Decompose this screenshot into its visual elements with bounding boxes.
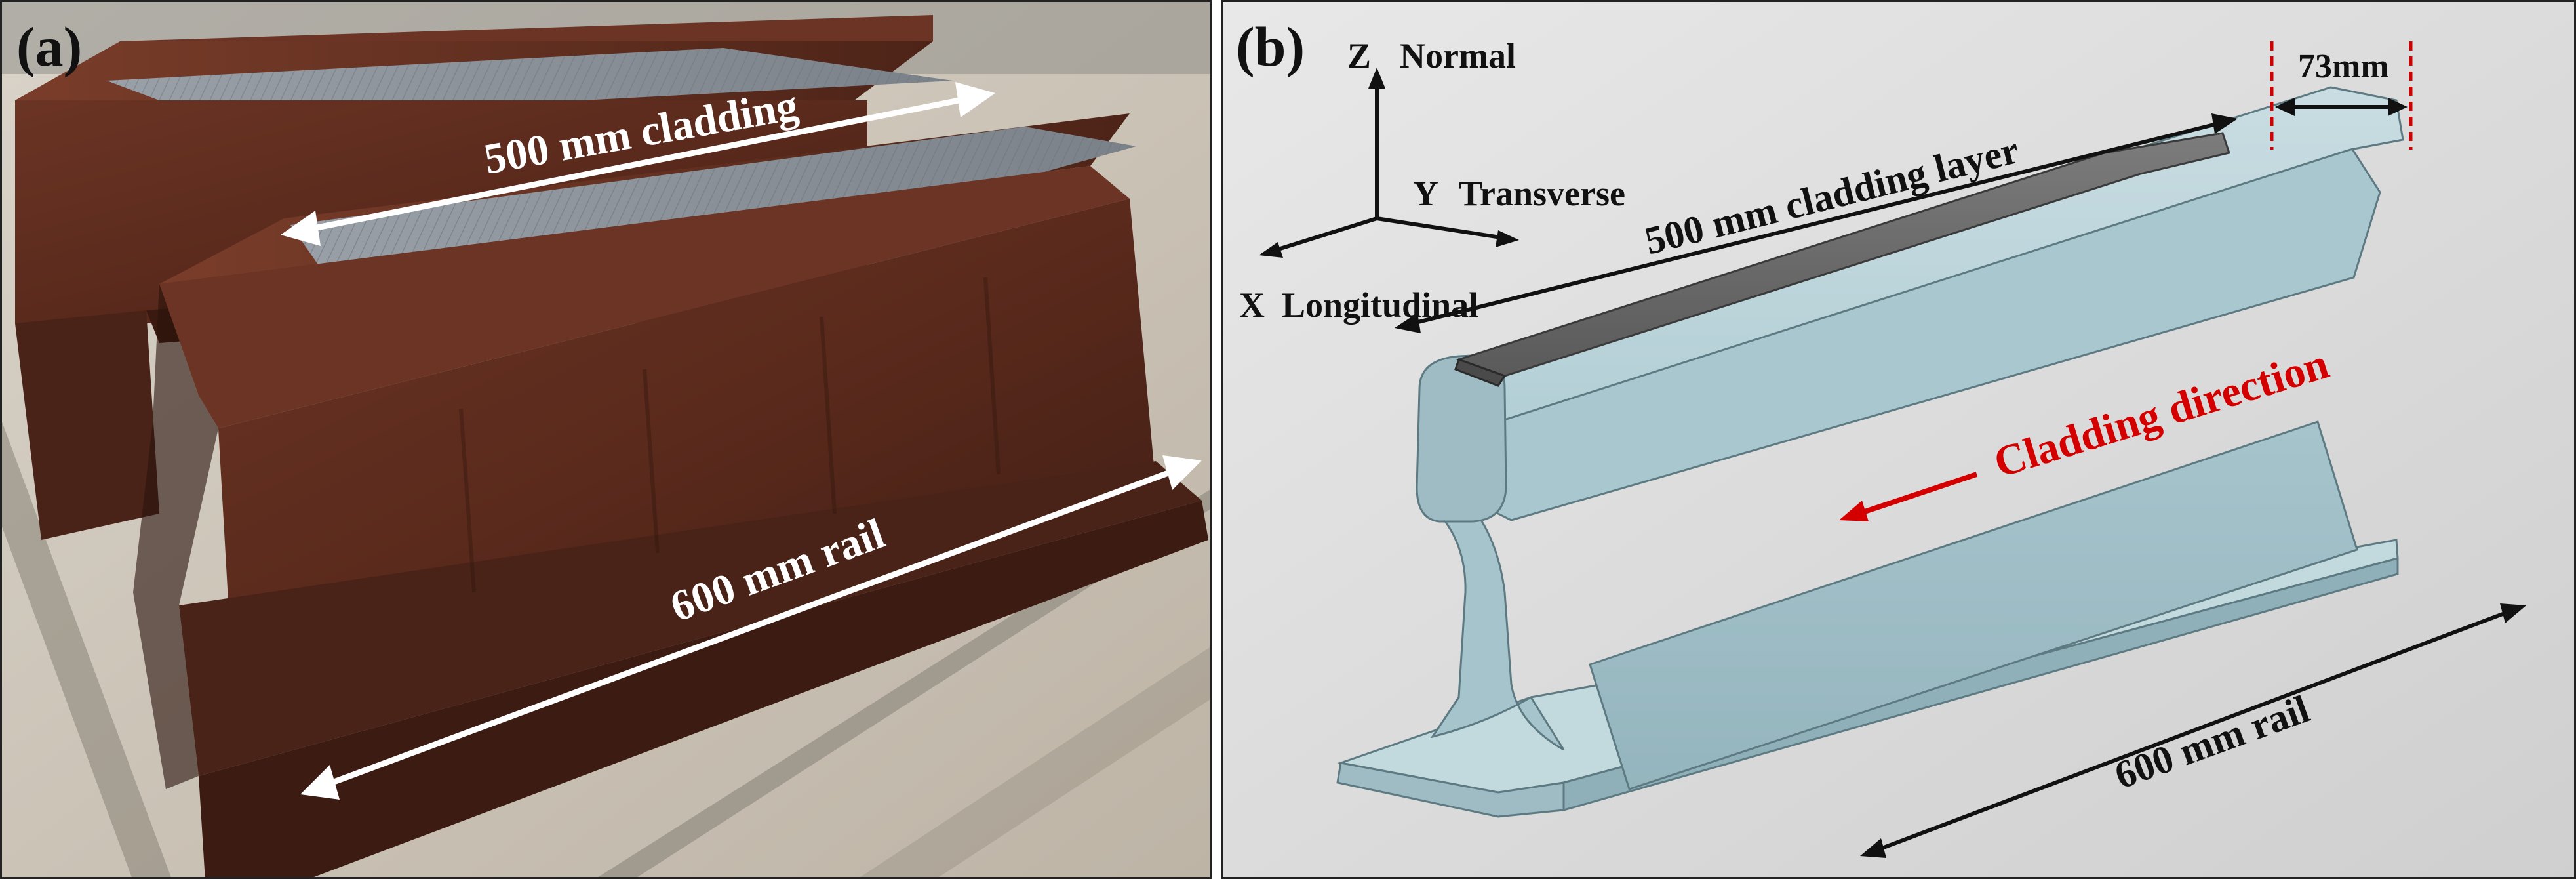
rail-length-arrow-model — [1860, 603, 2526, 858]
panel-a-label: (a) — [16, 15, 83, 78]
axis-x-name: Longitudinal — [1282, 285, 1478, 325]
front-rail — [133, 113, 1208, 877]
rail-model-illustration: Z Normal Y Transverse X Longitudinal 73m… — [1223, 2, 2574, 877]
axis-y-name: Transverse — [1459, 174, 1625, 213]
panel-b-label: (b) — [1236, 15, 1305, 78]
rail-length-arrow — [300, 455, 1202, 800]
cladding-layer-length-arrow — [1395, 113, 2238, 333]
axis-z-name: Normal — [1400, 36, 1516, 75]
axis-z-letter: Z — [1347, 36, 1371, 75]
panel-b-model: Z Normal Y Transverse X Longitudinal 73m… — [1221, 0, 2576, 879]
coordinate-axes — [1259, 68, 1519, 258]
cladding-direction-arrow — [1839, 472, 1978, 521]
axis-x-letter: X — [1239, 285, 1265, 325]
cladding-length-arrow — [281, 82, 995, 246]
cladding-width-dimension — [2270, 41, 2413, 150]
cladding-width-label: 73mm — [2298, 48, 2389, 85]
axis-y-letter: Y — [1413, 174, 1438, 213]
panel-a-photo: 500 mm cladding 600 mm rail (a) — [0, 0, 1212, 879]
rail-photo-illustration: 500 mm cladding 600 mm rail — [2, 2, 1210, 877]
rail-3d-model — [1336, 86, 2404, 818]
